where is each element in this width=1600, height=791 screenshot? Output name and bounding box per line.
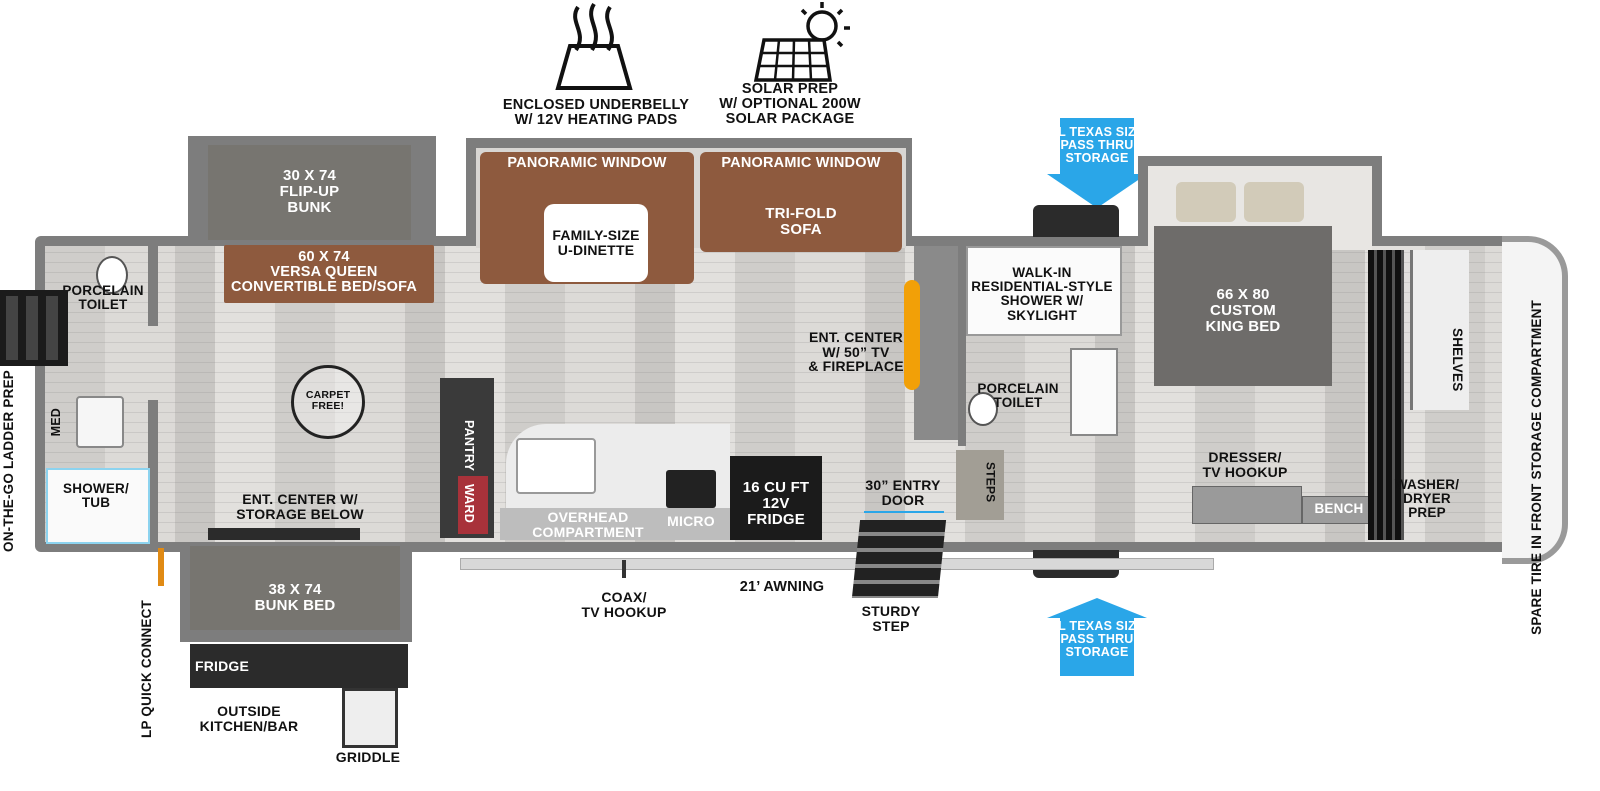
storage-label-top: XL TEXAS SIZE PASS THRU STORAGE [1049,125,1145,166]
overhead-compartment [500,508,730,540]
tri-fold-sofa [700,152,902,252]
griddle-label: GRIDDLE [335,749,401,765]
front-bath-wall [148,246,158,326]
underbelly-heat-icon [555,2,633,90]
ent-center-cabinet [208,528,360,540]
washer-dryer-label: WASHER/ DRYER PREP [1394,477,1460,521]
solar-label: SOLAR PREP W/ OPTIONAL 200W SOLAR PACKAG… [719,81,861,128]
fridge-outside-label: FRIDGE [194,658,250,674]
ladder-rung-2 [26,296,38,360]
ladder-prep-label: ON-THE-GO LADDER PREP [1,370,16,552]
ward [458,476,488,534]
dresser [1192,486,1302,524]
porcelain-toilet-rear-label: PORCELAIN TOILET [977,381,1059,411]
kitchen-sink [516,438,596,494]
sturdy-step [851,520,947,598]
front-sink [76,396,124,448]
storage-label-bottom: XL TEXAS SIZE PASS THRU STORAGE [1049,619,1145,660]
lp-quick-connect-label: LP QUICK CONNECT [139,600,154,738]
ent-center-tv-label: ENT. CENTER W/ 50” TV & FIREPLACE [808,329,904,375]
coax-cable [622,560,626,578]
front-toilet [96,256,128,294]
storage-door-top [1033,205,1119,237]
king-bed-label: 66 X 80 CUSTOM KING BED [1205,286,1281,335]
awning-label: 21’ AWNING [739,579,825,595]
pantry-label: PANTRY [462,420,477,472]
bunk-bed-label: 38 X 74 BUNK BED [254,581,336,614]
porcelain-toilet-front-label: PORCELAIN TOILET [62,283,144,313]
panoramic-window-label-1: PANORAMIC WINDOW [507,155,667,171]
ent-center-cabinet-tv [914,246,960,440]
dinette-label: FAMILY-SIZE U-DINETTE [552,227,640,258]
lp-connector [158,548,164,586]
shower-tub [46,468,150,544]
front-bath-wall-lower [148,400,158,545]
versa-queen-label: 60 X 74 VERSA QUEEN CONVERTIBLE BED/SOFA [230,249,418,296]
shower-skylight-label: WALK-IN RESIDENTIAL-STYLE SHOWER W/ SKYL… [971,265,1113,323]
bunk-bed [190,546,400,630]
shower-tub-label: SHOWER/ TUB [63,481,129,511]
spare-tire-label: SPARE TIRE IN FRONT STORAGE COMPARTMENT [1529,300,1544,635]
ent-center-storage-label: ENT. CENTER W/ STORAGE BELOW [236,491,364,522]
solar-panel-icon [753,2,850,82]
overhead-compartment-label: OVERHEAD COMPARTMENT [532,509,644,540]
shelves [1410,250,1469,410]
flip-up-bunk-label: 30 X 74 FLIP-UP BUNK [279,167,340,216]
rear-sink [1070,348,1118,436]
sturdy-step-label: STURDY STEP [861,603,921,634]
dinette-table [544,204,648,282]
fireplace [904,280,920,390]
ladder-rung-1 [6,296,18,360]
carpet-free-icon [291,365,365,439]
tri-fold-sofa-label: TRI-FOLD SOFA [765,205,837,238]
microwave [666,470,716,508]
steps [956,450,1004,520]
panoramic-window-label-2: PANORAMIC WINDOW [721,155,881,171]
entry-door-marker [864,511,944,513]
outside-kitchen [190,644,408,688]
steps-label: STEPS [983,462,998,503]
carpet-free-label: CARPET FREE! [305,389,351,413]
awning [460,558,1214,570]
underbelly-label: ENCLOSED UNDERBELLY W/ 12V HEATING PADS [502,97,690,129]
ladder-rung-3 [46,296,58,360]
entry-door-label: 30” ENTRY DOOR [865,477,941,508]
front-cap [1502,236,1568,564]
coax-label: COAX/ TV HOOKUP [581,589,667,620]
med-label: MED [49,408,63,437]
rear-bath-wall [958,246,966,446]
pillow-left [1176,182,1236,222]
micro-label: MICRO [667,513,715,529]
ward-label: WARD [462,484,477,523]
front-closet [1368,250,1404,540]
pillow-right [1244,182,1304,222]
king-bed [1154,226,1332,386]
outside-kitchen-label: OUTSIDE KITCHEN/BAR [199,703,299,734]
rear-toilet [968,392,998,426]
rear-shower [966,246,1122,336]
flip-up-bunk [208,145,411,240]
storage-arrow-top: XL TEXAS SIZE PASS THRU STORAGE [1047,118,1147,208]
versa-queen-sofa [224,245,434,303]
storage-arrow-bottom: XL TEXAS SIZE PASS THRU STORAGE [1047,598,1147,678]
shelves-label: SHELVES [1450,328,1466,392]
bench [1302,496,1378,524]
griddle [342,688,398,748]
dresser-label: DRESSER/ TV HOOKUP [1202,449,1288,480]
bench-label: BENCH [1314,501,1364,516]
fridge-label: 16 CU FT 12V FRIDGE [742,479,810,528]
fridge [730,456,822,540]
